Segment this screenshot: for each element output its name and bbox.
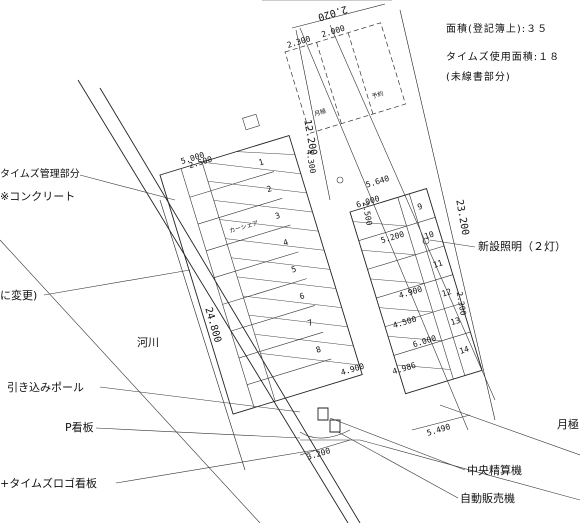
top-dim-line [292,4,385,28]
label-p-sign: P看板 [65,420,94,434]
right-long-dim-line [400,10,495,420]
dim-w-5640: 5.640 [365,174,391,190]
leader-times-managed [80,175,175,200]
stall-number-6: 6 [298,291,305,301]
reservation-label: 予約 [371,89,385,100]
dim-w-6000: 6.000 [412,334,438,350]
bottom-right-line [440,405,580,455]
river-edge-line-1 [78,80,348,523]
left-long-dim-line [296,30,330,200]
label-river: 河川 [137,336,159,349]
right-parking-block: 9 10 11 12 13 14 6.000 4.500 4.986 [342,180,482,395]
top-dashed-outline [285,23,405,134]
stall-number-14: 14 [458,344,470,355]
right-stall-dividers [359,217,471,355]
stall-number-11: 11 [432,258,444,269]
river-edge-line-2 [100,88,360,523]
label-central-payment: 中央精算機 [467,463,522,477]
left-parking-block: 1 2 3 4 5 6 7 8 カーシェア 5.000 [157,125,362,414]
dimension-lines [160,4,495,470]
stall-number-4: 4 [282,238,289,248]
dim-side-b: 2.500 [361,201,374,226]
dim-right-long: 23.200 [453,199,470,236]
area-note: (未線書部分) [446,70,511,83]
leader-logo-sign [116,450,315,483]
vending-machine [330,420,340,432]
light-symbol-1 [422,237,430,245]
dim-top: 2.020 [317,3,349,22]
leader-vending [338,432,458,498]
stall-number-5: 5 [290,264,297,274]
diag-dim-line [160,200,245,470]
stall-number-9: 9 [416,202,423,212]
label-logo-sign: +タイムズロゴ看板 [0,476,97,490]
left-stall-dividers [190,172,331,385]
right-block-inner-line [398,197,454,379]
stall-number-12: 12 [441,287,453,298]
leader-central-payment [330,418,465,470]
stall-number-10: 10 [423,230,435,241]
central-payment-machine [318,408,328,420]
label-concrete: ※コンクリート [0,190,75,203]
dim-side-c: 2.300 [455,291,468,316]
top-monthly-area: 2.300 2.000 月極 予約 [282,13,405,133]
monthly-small-label: 月極 [313,107,327,118]
stall-number-2: 2 [266,184,273,194]
stall-number-8: 8 [315,345,322,355]
right-stall-numbers: 9 10 11 12 13 14 [416,202,470,356]
left-stall-numbers: 1 2 3 4 5 6 7 8 [258,157,323,355]
stall-number-3: 3 [274,211,281,221]
label-vending: 自動販売機 [460,491,515,505]
left-block-outline [160,136,362,415]
label-monthly: 月極 [557,417,579,431]
dim-bottom-right: 5.490 [426,422,452,438]
label-change: に変更) [0,288,37,302]
top-small-box [243,114,260,130]
left-block-inner-line [181,169,254,408]
far-left-line [0,240,260,523]
leader-new-lighting [430,240,475,247]
stall-number-13: 13 [450,316,462,327]
right-block-outline [350,189,482,394]
leader-p-sign [96,428,300,438]
light-symbol-2 [336,176,344,184]
left-hatching [202,136,359,392]
bottom-right-line-2 [360,440,580,500]
dim-side-e: 5.200 [380,230,406,246]
leader-pull-pole [100,387,300,412]
label-times-managed: タイムズ管理部分 [0,167,80,180]
bottom-left-dim-line [300,440,350,455]
label-new-lighting: 新設照明（２灯） [478,239,566,253]
entry-curve [300,430,350,438]
area-registered: 面積(登記簿上):３５ [446,22,548,35]
car-share-label: カーシェア [229,220,260,235]
dim-stall-d: 4.500 [392,314,418,330]
area-times-use: タイムズ使用面積:１８ [446,50,560,63]
right-long-line [300,28,468,430]
dim-side-a: 4.300 [304,149,317,174]
left-block-inner-line-2 [202,162,275,401]
stall-number-7: 7 [307,318,314,328]
dim-bottom-left: 3.200 [306,446,332,462]
machine-area [300,408,360,440]
dim-w-4900: 4.900 [398,285,424,301]
leader-change [44,270,190,295]
right-block-inner-line-2 [409,194,465,376]
bottom-right-dim-line [412,415,470,430]
label-pull-pole: 引き込みポール [7,380,84,394]
right-long-line-2 [330,25,495,400]
right-hatching [353,207,451,384]
stall-number-1: 1 [258,157,265,167]
dim-side-d: 4.986 [391,361,417,377]
